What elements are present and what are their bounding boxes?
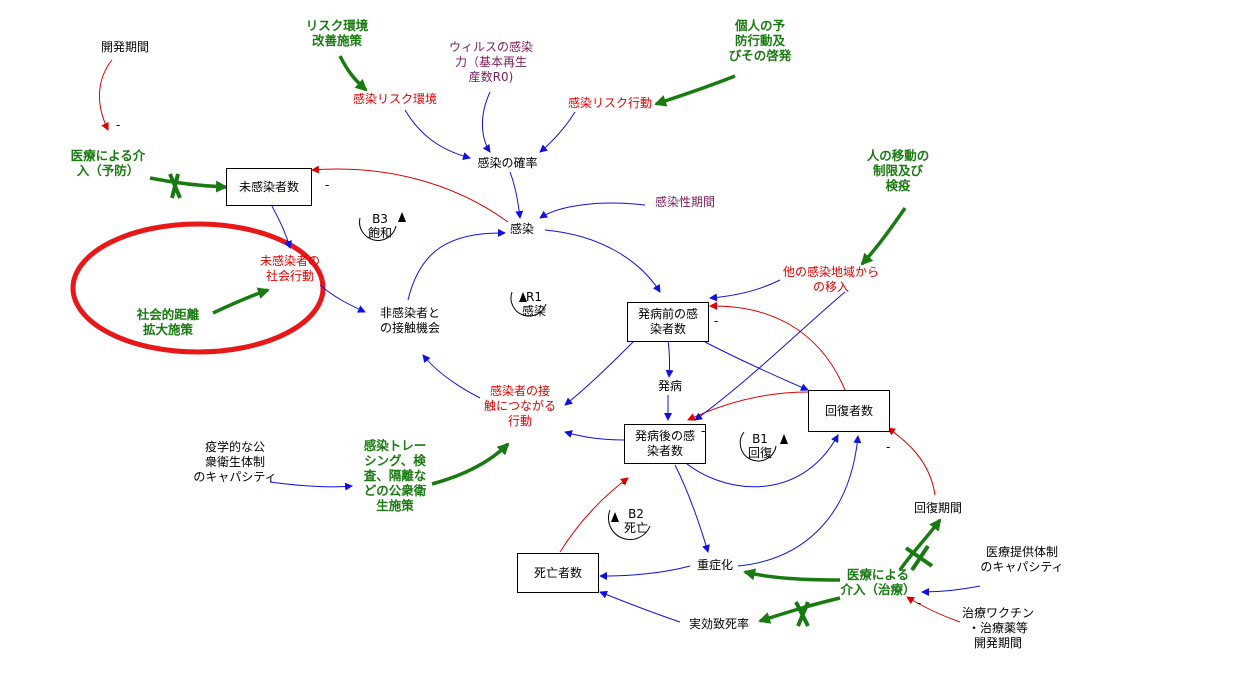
sign-minus-recovered: - xyxy=(886,440,891,454)
link-import-presym xyxy=(709,279,781,302)
link-contactbeh-contact xyxy=(422,354,481,399)
loop-b2-circle xyxy=(607,509,651,541)
policy-medical-prevent: 医療による介 入（予防） xyxy=(70,148,146,178)
sign-minus-medtreat: - xyxy=(917,596,922,610)
link-epicap-tracing xyxy=(269,481,353,491)
policy-movement-restrict: 人の移動の 制限及び 検疫 xyxy=(866,148,930,193)
stock-presymptomatic: 発病前の感 染者数 xyxy=(627,302,709,342)
var-infection-risk-behavior: 感染リスク行動 xyxy=(567,96,652,110)
policy-arrow-medprevent xyxy=(149,176,228,193)
link-symptomatic-recovered xyxy=(679,434,839,488)
link-deaths-symptomatic xyxy=(559,477,629,553)
loop-b1-circle xyxy=(739,431,777,462)
stock-deaths: 死亡者数 xyxy=(517,553,599,593)
var-medical-capacity: 医療提供体制 のキャパシティ xyxy=(980,545,1064,574)
var-social-behavior: 未感染者の 社会行動 xyxy=(259,254,320,283)
loop-b3-arrowhead xyxy=(398,212,406,222)
loop-r1-label: R1 感染 xyxy=(521,290,546,318)
var-recovery-period: 回復期間 xyxy=(913,501,962,515)
link-medcap-medtreat xyxy=(921,585,981,596)
cross-deathrate xyxy=(794,601,810,627)
link-treatdev-medtreat xyxy=(906,596,961,623)
sign-minus-devperiod: - xyxy=(116,118,121,132)
var-treatment-dev: 治療ワクチン ・治療薬等 開発期間 xyxy=(961,606,1034,650)
link-deathrate-deaths xyxy=(599,590,681,623)
link-severe-recovered xyxy=(737,435,862,567)
policy-arrow-riskenv xyxy=(338,55,368,92)
policy-risk-env-improve: リスク環境 改善施策 xyxy=(305,18,369,48)
loop-b2-arrowhead xyxy=(611,512,619,522)
policy-social-distance: 社会的距離 拡大施策 xyxy=(136,307,200,337)
var-effective-death-rate: 実効致死率 xyxy=(688,617,749,631)
link-devperiod-medprevent xyxy=(98,59,113,131)
policy-tracing: 感染トレー シング、検 査、隔離な どの公衆衛 生施策 xyxy=(363,438,427,513)
link-r0-prob xyxy=(481,91,491,153)
var-contact-chance: 非感染者と の接触機会 xyxy=(379,306,440,335)
var-infection-risk-env: 感染リスク環境 xyxy=(352,92,437,106)
sign-minus-presym: - xyxy=(714,314,719,328)
stock-symptomatic: 発病後の感 染者数 xyxy=(624,424,706,464)
policy-arrow-movement xyxy=(860,207,907,266)
policy-arrow-medtreat-severe xyxy=(743,568,841,582)
policy-arrow-personal xyxy=(654,74,736,107)
policy-arrow-socdist xyxy=(212,287,270,315)
loop-b3-circle xyxy=(359,217,397,241)
policy-personal-prevention: 個人の予 防行動及 びその啓発 xyxy=(728,18,792,63)
cross-medprevent xyxy=(168,173,182,199)
link-infection-uninfected xyxy=(311,165,509,223)
loop-b1-label: B1 回復 xyxy=(747,432,772,460)
sign-minus-deaths: - xyxy=(622,476,627,490)
link-presym-recovered xyxy=(704,341,809,391)
var-infection: 感染 xyxy=(509,222,534,236)
link-import-symptomatic xyxy=(694,291,846,421)
link-severe-deaths xyxy=(599,565,691,580)
var-import-other: 他の感染地域から の移入 xyxy=(782,265,879,294)
stock-recovered: 回復者数 xyxy=(808,390,890,432)
link-social-contact xyxy=(319,284,366,313)
var-infection-prob: 感染の確率 xyxy=(477,156,538,170)
policy-medical-treat: 医療による 介入（治療） xyxy=(840,567,916,597)
policy-arrow-medtreat-recperiod xyxy=(898,518,942,571)
loop-b1-arrowhead xyxy=(780,434,788,444)
loop-r1-circle xyxy=(510,291,547,317)
var-virus-r0: ウィルスの感染 力（基本再生 産数R0) xyxy=(448,40,533,84)
link-presym-contactbeh xyxy=(564,339,636,406)
link-infection-presymptomatic xyxy=(544,229,661,293)
var-dev-period: 開発期間 xyxy=(100,40,149,54)
link-symptomatic-severe xyxy=(674,464,710,553)
link-prob-infection xyxy=(509,171,524,219)
link-presym-onset xyxy=(665,339,674,378)
link-recovered-presymptomatic xyxy=(709,301,846,391)
sign-minus-uninfected: - xyxy=(325,178,330,192)
stock-uninfected: 未感染者数 xyxy=(226,168,312,206)
link-recovered-symptomatic xyxy=(687,391,809,421)
link-symptomatic-contactbeh xyxy=(564,430,626,441)
var-infectious-period: 感染性期間 xyxy=(654,195,715,209)
cross-recperiod xyxy=(904,544,934,572)
loop-b3-label: B3 飽和 xyxy=(367,212,392,240)
sign-minus-symptomatic: - xyxy=(701,424,706,438)
link-recperiod-recovered xyxy=(887,427,936,496)
var-contact-behavior: 感染者の接 触につながる 行動 xyxy=(483,384,556,428)
link-infperiod-infection xyxy=(539,202,646,219)
var-onset: 発病 xyxy=(657,379,682,393)
link-contact-infection xyxy=(407,228,506,301)
policy-arrow-tracing xyxy=(431,442,510,486)
link-riskenv-prob xyxy=(404,109,471,161)
var-epi-capacity: 疫学的な公 衆衛生体制 のキャパシティ xyxy=(193,440,277,484)
loop-b2-label: B2 死亡 xyxy=(623,507,648,535)
link-riskbeh-prob xyxy=(539,111,576,153)
link-uninfected-social xyxy=(271,205,292,249)
var-severe: 重症化 xyxy=(696,558,733,572)
loop-r1-arrowhead xyxy=(519,292,527,302)
